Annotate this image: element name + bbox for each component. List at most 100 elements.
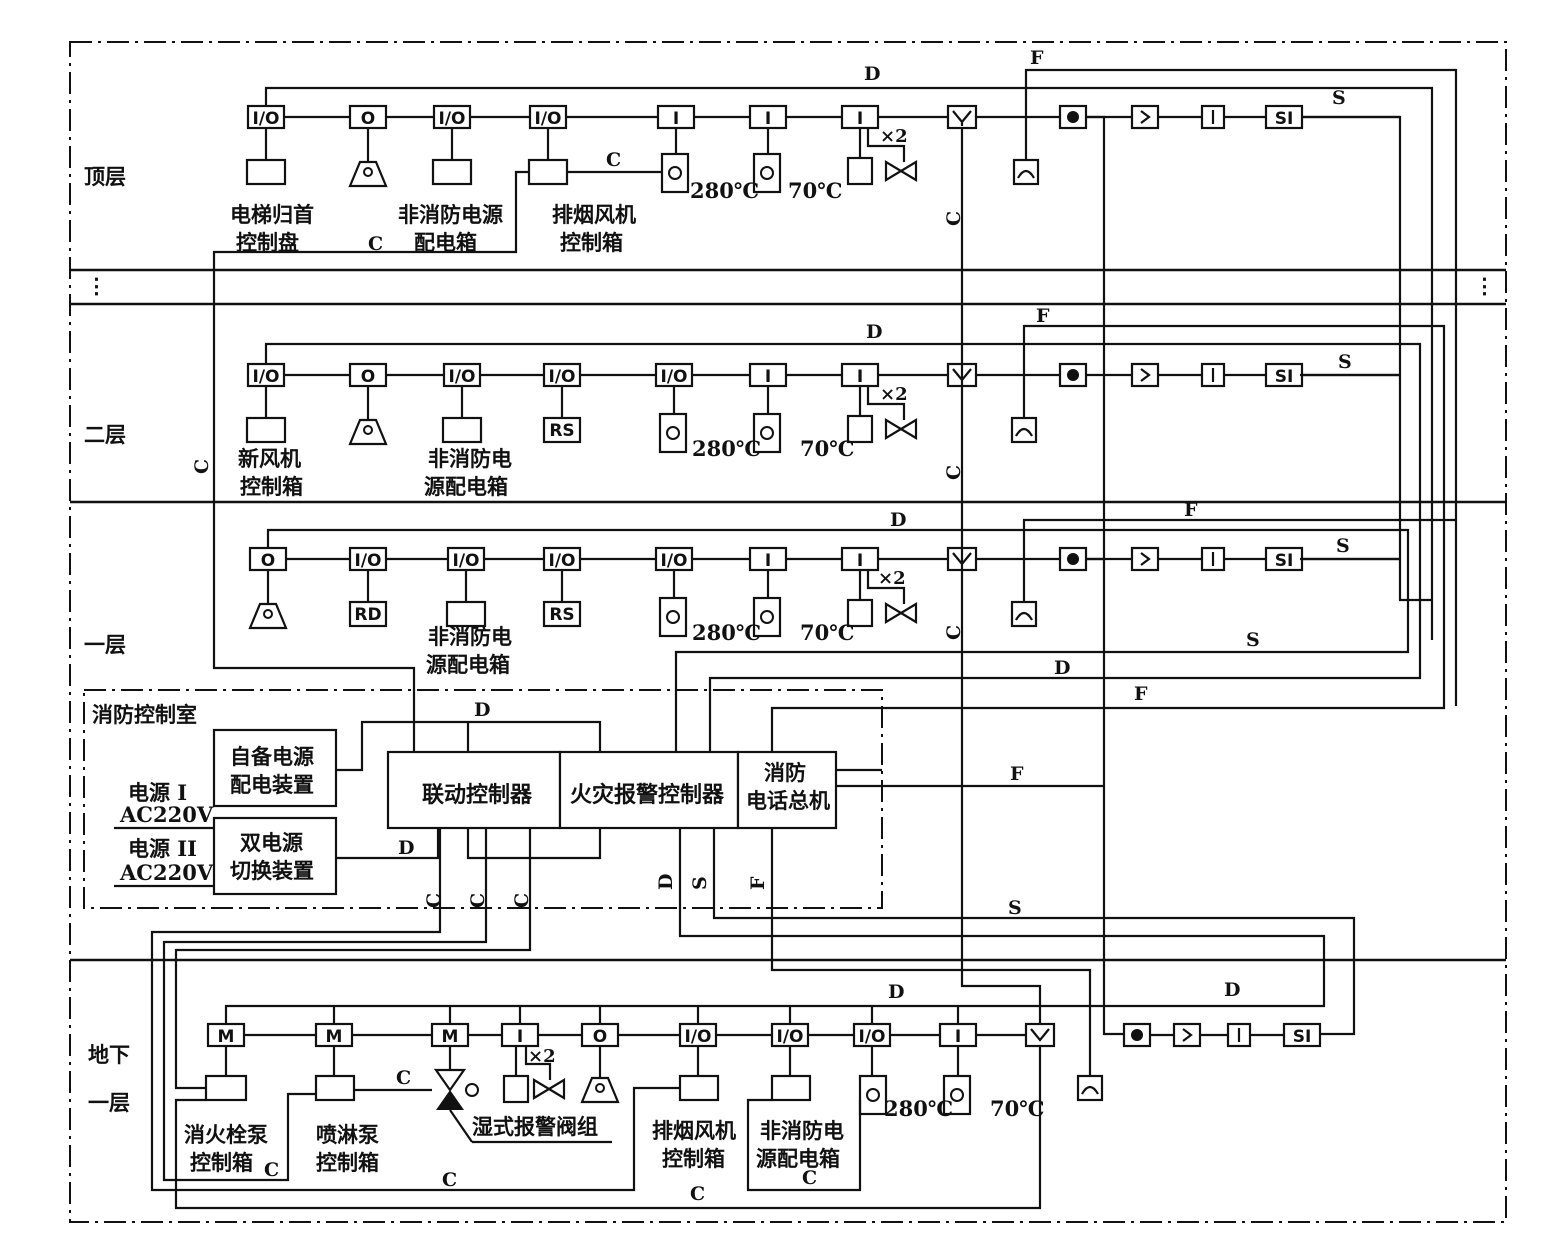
bus-letter-s: S (689, 876, 711, 890)
valve-icon (884, 602, 918, 624)
valve-icon (884, 418, 918, 440)
flow-switch-icon (846, 156, 874, 186)
fire-alarm-controller-box (558, 750, 740, 830)
module-label: I (517, 1027, 523, 1047)
device-label: RD (354, 605, 381, 625)
module-label: I/O (253, 367, 280, 387)
label-elevator-panel: 电梯归首控制盘 (230, 202, 314, 255)
linkage-controller-label: 联动控制器 (422, 782, 533, 808)
ellipsis-left: ⋮ (86, 273, 107, 298)
ellipsis-right: ⋮ (1474, 273, 1495, 298)
bus-letter-f: F (1010, 763, 1024, 785)
backup-power-box (212, 728, 338, 808)
bus-letter-c: C (943, 625, 965, 640)
label-non-fire-power: 非消防电源配电箱 (424, 446, 512, 499)
fire-damper-70-icon (752, 152, 782, 194)
fire-damper-70-icon (942, 1074, 972, 1116)
alarm-valve-icon (433, 1068, 467, 1092)
module-label: I (765, 367, 771, 387)
f-line-basement (770, 828, 1092, 1076)
module-label: I/O (549, 367, 576, 387)
c-riser (960, 128, 1042, 1024)
bus-letter-c: C (264, 1159, 279, 1181)
bus-letter-c: C (442, 1169, 457, 1191)
fan-control-box (527, 158, 569, 186)
bus-letter-d: D (890, 509, 906, 531)
module-label: M (218, 1027, 235, 1047)
fresh-air-box (245, 416, 287, 444)
label-hydrant-pump: 消火栓泵控制箱 (184, 1122, 268, 1175)
phone-host-label: 消防电话总机 (746, 760, 830, 813)
alarm-bell-icon (1130, 104, 1160, 130)
quantity-x2: ×2 (880, 126, 908, 147)
valve-icon (884, 160, 918, 182)
label-temp-70: 70℃ (800, 436, 854, 461)
flow-switch-icon (846, 598, 874, 628)
module-label: I (857, 551, 863, 571)
module-label: O (361, 367, 375, 387)
c-line-sprinkler (162, 828, 488, 1182)
module-label: I/O (449, 367, 476, 387)
elevator-panel-box (245, 158, 287, 186)
module-label: O (361, 109, 375, 129)
bus-letter-c: C (511, 893, 533, 908)
module-label: SI (1275, 367, 1294, 387)
bus-letter-d: D (398, 837, 414, 859)
alarm-bell-icon (1172, 1022, 1202, 1048)
bus-letter-f: F (1184, 499, 1198, 521)
bus-letter-c: C (368, 233, 383, 255)
fire-damper-280-icon (858, 1074, 888, 1116)
bus-letter-s: S (1338, 351, 1352, 373)
module-label: SI (1293, 1027, 1312, 1047)
module-label: I (857, 367, 863, 387)
fire-damper-280-icon (658, 596, 688, 638)
module-label: I/O (661, 551, 688, 571)
alarm-bell-icon (1130, 546, 1160, 572)
basement-group: D M M M I O I/O I/O I/O I SI (174, 981, 1322, 1210)
module-label: I (765, 109, 771, 129)
flow-switch-icon (846, 414, 874, 444)
label-temp-70: 70℃ (788, 178, 842, 203)
f-trunk (770, 690, 1446, 752)
bus-letter-s: S (1246, 629, 1260, 651)
s-trunk (674, 612, 1410, 752)
bus-letter-d: D (888, 981, 904, 1003)
module-label: M (442, 1027, 459, 1047)
detector-icon (1024, 1022, 1056, 1048)
module-si (1282, 1022, 1322, 1048)
power-box (441, 416, 483, 444)
label-wet-alarm-valve: 湿式报警阀组 (472, 1114, 598, 1139)
floor-label-basement: 地下一层 (88, 1042, 130, 1115)
module-label: SI (1275, 551, 1294, 571)
second-floor-group: D F S I/O O I/O I/O I/O I I SI (238, 305, 1446, 690)
d-trunk (708, 620, 1422, 752)
bus-letter-s: S (1332, 87, 1346, 109)
bus-letter-s: S (1336, 535, 1350, 557)
sprinkler-pump-box (314, 1074, 356, 1102)
valve-icon (532, 1078, 566, 1100)
bus-letter-s: S (1008, 897, 1022, 919)
d-line-basement (224, 828, 1326, 1024)
bus-letter-d: D (864, 63, 880, 85)
linkage-controller-box (386, 750, 562, 830)
bus-letter-c: C (396, 1067, 411, 1089)
module-label: I/O (355, 551, 382, 571)
control-room-frame (83, 689, 883, 909)
power-box (770, 1074, 812, 1102)
bus-letter-c: C (943, 211, 965, 226)
module-label: I (673, 109, 679, 129)
flow-switch-icon (502, 1074, 530, 1104)
module-si (1264, 104, 1304, 130)
module-label: I/O (549, 551, 576, 571)
module-label: I/O (661, 367, 688, 387)
c-line-basement (150, 828, 680, 1192)
rs-box (542, 416, 582, 444)
device-label: RS (549, 605, 574, 625)
floor-label-second: 二层 (84, 422, 126, 447)
label-temp-280: 280℃ (692, 436, 761, 461)
alarm-riser (1086, 115, 1124, 1036)
label-temp-70: 70℃ (800, 620, 854, 645)
